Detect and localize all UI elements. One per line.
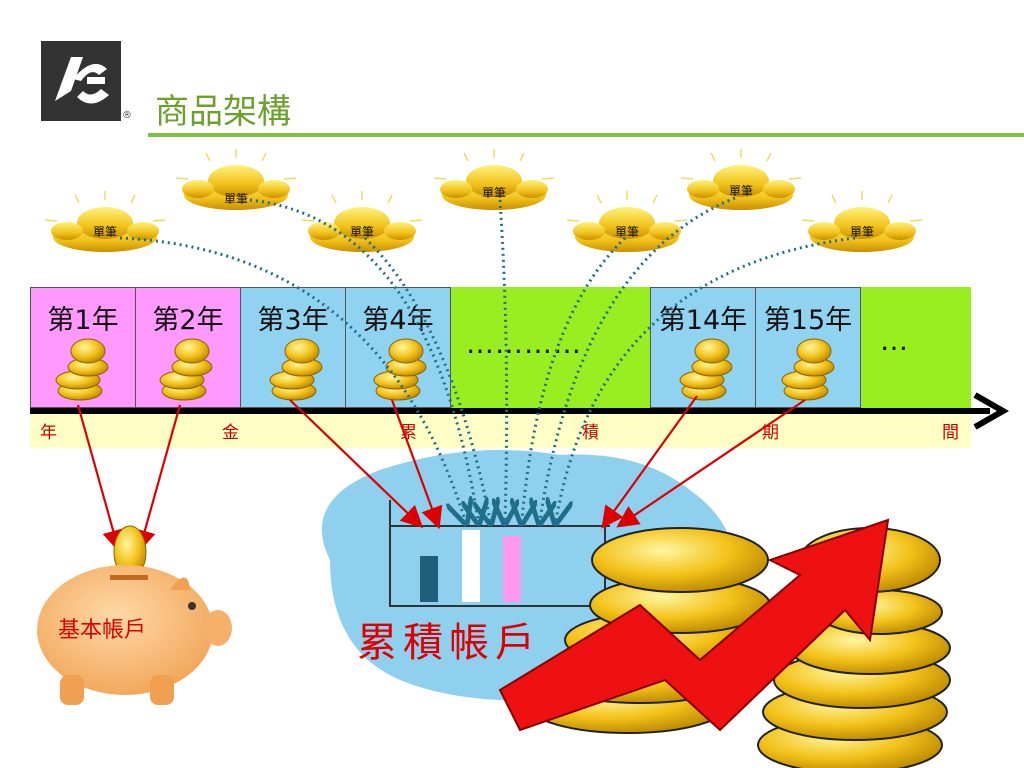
basic-account-label: 基本帳戶 [58,618,147,643]
year-label: 第4年 [362,305,434,336]
year-label: 第14年 [658,305,748,336]
axis-char: 累 [400,423,417,443]
ingot-label: 單筆 [614,225,639,239]
ingot-label: 單筆 [223,192,248,206]
slide-title: 商品架構 [155,92,291,132]
year-label: 第2年 [152,305,224,336]
year-label: 第1年 [47,305,119,336]
coin-stack-year-15 [781,338,835,401]
ace-logo [41,41,121,121]
coin-stack-year-4 [373,338,427,401]
annuity-flow-arrows [76,395,806,553]
ingot-label: 單筆 [349,225,374,239]
gold-ingot-6 [680,149,802,210]
axis-char: 年 [40,423,57,443]
ingot-label: 單筆 [728,184,753,198]
gold-ingot-4 [433,149,555,210]
coin-stack-year-14 [679,338,733,401]
account-bar-dark [420,556,438,602]
coin-stack-year-3 [269,338,323,401]
accumulation-account-label: 累積帳戶 [357,620,541,666]
timeline-ellipsis-end: … [880,324,908,357]
timeline-axis [30,408,990,414]
account-bar-pink [503,536,521,602]
year-label: 第3年 [257,305,329,336]
axis-char: 期 [762,423,779,443]
gold-ingot-1 [44,191,166,252]
axis-char: 金 [222,423,239,443]
axis-label-strip [30,413,971,448]
axis-arrowhead [973,392,1010,430]
ingot-label: 單筆 [481,186,506,200]
title-rule [148,133,1024,137]
gold-ingot-5 [566,191,688,252]
year-label: 第15年 [763,305,853,336]
piggy-bank-icon [37,525,232,705]
ingot-label: 單筆 [92,225,117,239]
accumulation-account-box [389,500,610,607]
single-payment-flows [119,196,856,520]
coin-stack-year-2 [159,338,213,401]
growth-coins-icon [498,518,951,768]
registered-mark: ® [122,110,132,121]
axis-char: 積 [582,423,599,443]
axis-char: 間 [942,423,959,443]
coin-stack-year-1 [55,338,109,401]
ace-logo-mark [41,41,121,121]
gold-ingot-3 [301,191,423,252]
ingot-label: 單筆 [849,225,874,239]
gold-ingot-7 [801,191,923,252]
account-bar-white [462,530,480,602]
